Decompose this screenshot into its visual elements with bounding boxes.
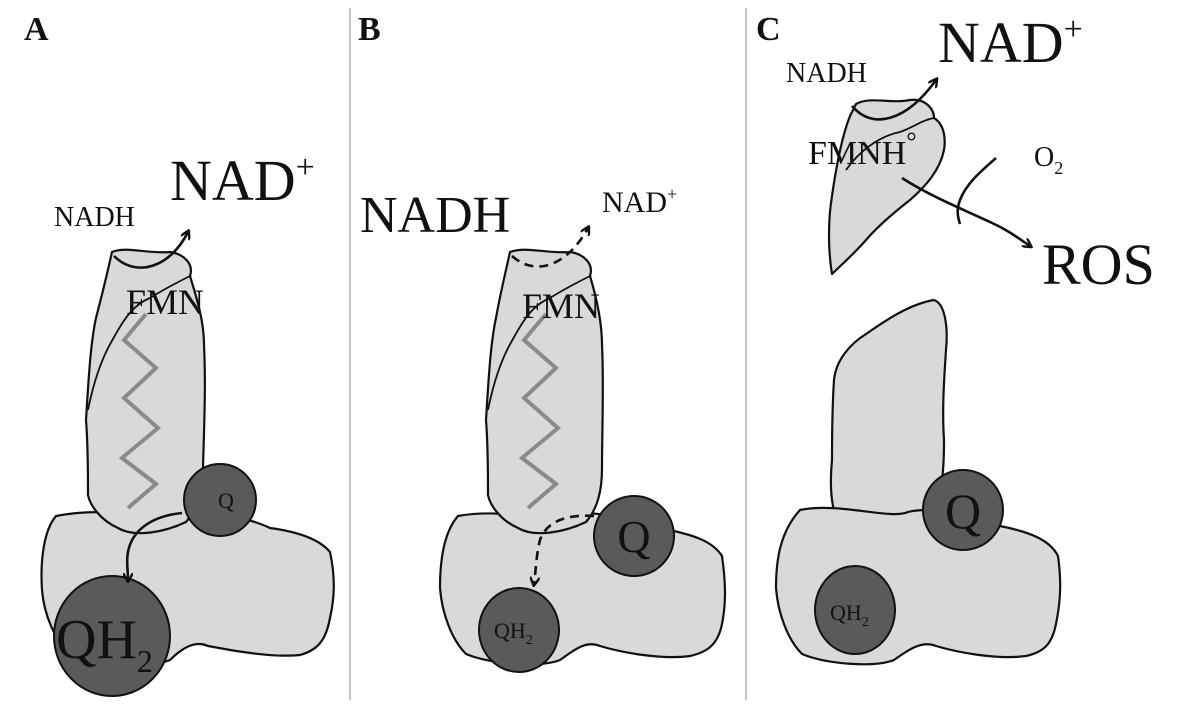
o2-label-c: O2 [1034, 142, 1063, 178]
q-label-c: Q [945, 483, 981, 539]
nad-plus-label-a: NAD+ [170, 148, 315, 213]
panel-label-b: B [358, 11, 381, 48]
fmn-label-b: FMN [522, 286, 600, 326]
flavin-domain-c [829, 100, 945, 274]
nadh-label-b: NADH [360, 187, 510, 244]
nad-plus-label-c: NAD+ [938, 10, 1083, 75]
panel-c: C NADH NAD+ FMNH° O2 ROS Q QH2 [756, 10, 1155, 664]
ros-label-c: ROS [1042, 232, 1155, 297]
fmn-label-a: FMN [126, 282, 204, 322]
nadh-label-c: NADH [786, 58, 867, 89]
nad-plus-label-b: NAD+ [602, 184, 677, 219]
panel-label-a: A [24, 11, 49, 48]
q-label-b: Q [617, 511, 650, 562]
membrane-domain-c [776, 508, 1060, 664]
nadh-label-a: NADH [54, 202, 135, 233]
panel-a: A NADH NAD+ FMN Q QH2 [24, 11, 334, 696]
o2-input-line-c [958, 158, 996, 224]
q-label-a: Q [218, 488, 234, 513]
panel-b: B NADH NAD+ FMN Q QH2 [358, 11, 725, 672]
panel-label-c: C [756, 11, 781, 48]
